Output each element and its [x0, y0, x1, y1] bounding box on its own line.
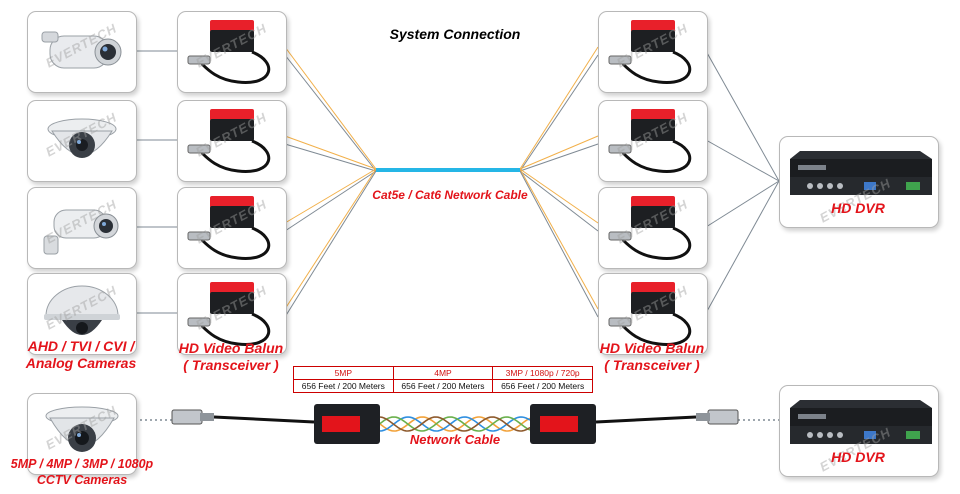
left-balun-tile-4: EVERTECH [177, 273, 287, 355]
left-balun-tile-3: EVERTECH [177, 187, 287, 269]
right-balun-tile-3: EVERTECH [598, 187, 708, 269]
camera-tile-4: EVERTECH [27, 273, 137, 355]
spec-table-header: 5MP 4MP 3MP / 1080p / 720p [293, 366, 593, 380]
right-balun-tile-1: EVERTECH [598, 11, 708, 93]
camera-tile-2: EVERTECH [27, 100, 137, 182]
bnc-connector-icon [696, 409, 739, 425]
left-balun-tile-2: EVERTECH [177, 100, 287, 182]
cable-to-balun-wire [519, 135, 599, 170]
camera-type-line-1: AHD / TVI / CVI / [27, 338, 135, 354]
cable-to-balun-wire [519, 54, 599, 172]
bottom-camera-line-2: CCTV Cameras [36, 473, 128, 487]
dvr-icon [790, 151, 932, 195]
twisted-pair-strand [379, 416, 531, 432]
right-balun-line-2: ( Transceiver ) [604, 357, 700, 373]
bottom-camera-tile: EVERTECH [27, 393, 137, 475]
dome-camera-icon [47, 118, 117, 158]
balun-to-bnc-cable [595, 415, 697, 424]
spec-table-row: 656 Feet / 200 Meters 656 Feet / 200 Met… [293, 379, 593, 393]
left-balun-line-1: HD Video Balun [178, 340, 284, 356]
cable-to-balun-wire [519, 168, 599, 310]
balun-to-dvr-wire [705, 50, 780, 182]
twisted-pair-strand [379, 416, 531, 432]
diagram-title: System Connection [389, 26, 521, 42]
bottom-camera-label: 5MP / 4MP / 3MP / 1080p CCTV Cameras [2, 456, 162, 488]
dvr-tile-top: EVERTECH [779, 136, 939, 228]
twisted-pair-strand [379, 416, 531, 432]
spec-value-cell: 656 Feet / 200 Meters [492, 379, 593, 393]
bullet-camera-icon [41, 31, 122, 69]
bottom-camera-line-1: 5MP / 4MP / 3MP / 1080p [10, 457, 154, 471]
balun-icon [608, 109, 692, 173]
balun-to-cable-wire [284, 170, 377, 232]
spec-table: 5MP 4MP 3MP / 1080p / 720p 656 Feet / 20… [293, 366, 593, 393]
twisted-pair-strand [379, 416, 531, 432]
balun-to-dvr-wire [705, 180, 780, 228]
camera-tile-3: EVERTECH [27, 187, 137, 269]
balun-to-cable-wire [284, 168, 377, 310]
right-balun-label: HD Video Balun ( Transceiver ) [587, 340, 717, 374]
camera-type-line-2: Analog Cameras [25, 355, 137, 371]
cable-to-balun-wire [519, 170, 599, 232]
network-cable-label: Network Cable [409, 432, 501, 447]
balun-to-cable-wire [284, 168, 377, 224]
left-balun-line-2: ( Transceiver ) [183, 357, 279, 373]
balun-to-cable-wire [284, 135, 377, 170]
balun-to-cable-wire [284, 170, 377, 318]
balun-to-dvr-wire [705, 139, 780, 182]
balun-to-cable-wire [284, 143, 377, 172]
cable-to-balun-wire [519, 143, 599, 172]
cable-to-balun-wire [519, 168, 599, 224]
balun-icon [314, 404, 380, 444]
cable-label: Cat5e / Cat6 Network Cable [372, 188, 528, 202]
camera-type-label: AHD / TVI / CVI / Analog Cameras [16, 338, 146, 372]
balun-icon [187, 20, 271, 84]
balun-to-cable-wire [284, 46, 377, 170]
balun-icon [187, 282, 271, 346]
left-balun-label: HD Video Balun ( Transceiver ) [166, 340, 296, 374]
bnc-connector-icon [171, 409, 214, 425]
balun-icon [608, 282, 692, 346]
dvr-label-top: HD DVR [831, 200, 885, 216]
spec-value-cell: 656 Feet / 200 Meters [293, 379, 394, 393]
balun-to-cable-wire [284, 54, 377, 172]
right-balun-line-1: HD Video Balun [599, 340, 705, 356]
dvr-label-bottom: HD DVR [831, 449, 885, 465]
right-balun-tile-4: EVERTECH [598, 273, 708, 355]
dome-camera-icon [44, 285, 120, 335]
balun-icon [608, 196, 692, 260]
camera-tile-1: EVERTECH [27, 11, 137, 93]
balun-icon [187, 109, 271, 173]
dvr-tile-bottom: EVERTECH [779, 385, 939, 477]
balun-icon [187, 196, 271, 260]
bnc-to-balun-cable [213, 415, 315, 424]
right-balun-tile-2: EVERTECH [598, 100, 708, 182]
left-balun-tile-1: EVERTECH [177, 11, 287, 93]
cable-to-balun-wire [519, 170, 599, 318]
bullet-camera-icon [43, 209, 119, 255]
balun-icon [530, 404, 596, 444]
balun-to-dvr-wire [705, 180, 780, 314]
dome-camera-icon [45, 406, 119, 452]
balun-icon [608, 20, 692, 84]
dvr-icon [790, 400, 932, 444]
cable-to-balun-wire [519, 46, 599, 170]
